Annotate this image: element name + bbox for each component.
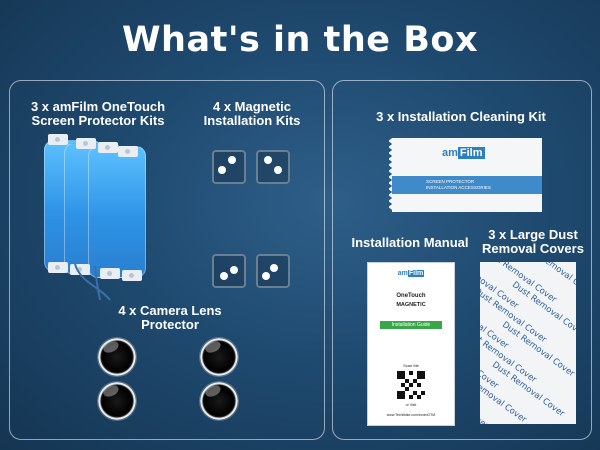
dust-covers-label: 3 x Large Dust Removal Covers — [478, 228, 588, 256]
magnetic-kits-label: 4 x Magnetic Installation Kits — [192, 100, 312, 128]
magnetic-kits-label-line2: Installation Kits — [203, 113, 301, 128]
camera-lens-icon — [98, 382, 136, 420]
dust-covers-label-line1: 3 x Large Dust — [488, 227, 578, 242]
qr-code-icon — [397, 371, 425, 399]
protector-tab — [100, 268, 120, 279]
manual-scan-text: Scan Me — [403, 363, 419, 368]
cleaning-kit-label: 3 x Installation Cleaning Kit — [376, 109, 546, 124]
protector-tab — [48, 262, 68, 273]
left-panel — [9, 80, 325, 440]
manual-visit-text: or Visit — [405, 403, 417, 407]
magnet-corner-icon — [256, 254, 290, 288]
camera-lens-icon — [200, 382, 238, 420]
protector-tab — [98, 142, 118, 153]
protector-tab — [122, 270, 142, 281]
manual-guide-banner: Installation Guide — [380, 321, 442, 329]
magnetic-kits-label-line1: 4 x Magnetic — [212, 99, 292, 114]
protector-tab — [118, 146, 138, 157]
protector-strap-icon — [74, 263, 111, 301]
protector-tab — [76, 138, 96, 149]
manual-label: Installation Manual — [351, 235, 469, 250]
manual-logo: amFilm — [397, 270, 425, 277]
magnet-corner-icon — [212, 150, 246, 184]
page-title: What's in the Box — [121, 20, 479, 60]
right-panel — [332, 80, 592, 440]
manual-line2: MAGNETIC — [396, 302, 426, 308]
packet-edge — [389, 138, 393, 211]
manual-url: www.TechMate.com/ecomOTM — [386, 413, 436, 417]
protector-kits-label-line2: Screen Protector Kits — [31, 113, 165, 128]
camera-lens-label-line2: Protector — [141, 317, 199, 332]
protector-tab — [70, 264, 90, 275]
installation-manual: amFilm OneTouch MAGNETIC Installation Gu… — [367, 262, 455, 426]
camera-lens-label-line1: 4 x Camera Lens — [118, 303, 222, 318]
camera-lens-icon — [200, 338, 238, 376]
protector-kits-label: 3 x amFilm OneTouch Screen Protector Kit… — [22, 100, 174, 128]
camera-lens-label: 4 x Camera Lens Protector — [100, 304, 240, 332]
camera-lens-icon — [98, 338, 136, 376]
dust-covers-label-line2: Removal Covers — [482, 241, 584, 256]
manual-line1: OneTouch — [396, 293, 426, 299]
cleaning-kit-band: SCREEN PROTECTOR INSTALLATION ACCESSORIE… — [392, 176, 542, 194]
magnet-corner-icon — [256, 150, 290, 184]
screen-protector-3 — [88, 146, 146, 278]
protector-kits-label-line1: 3 x amFilm OneTouch — [30, 99, 166, 114]
magnet-corner-icon — [212, 254, 246, 288]
protector-tab — [48, 134, 68, 145]
